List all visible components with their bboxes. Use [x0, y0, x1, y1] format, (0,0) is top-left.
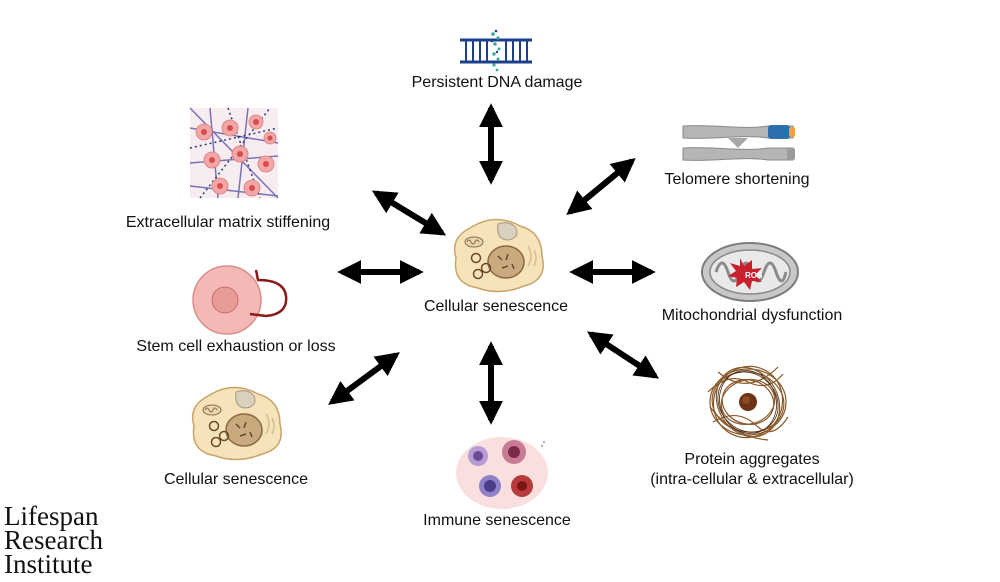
label-persistent-dna-damage: Persistent DNA damage: [411, 74, 583, 91]
label-telomere-shortening: Telomere shortening: [664, 171, 810, 188]
arrow-hub-senescence2: [328, 352, 400, 405]
dna-double-helix-icon: [460, 29, 532, 72]
arrow-hub-telomere: [566, 157, 636, 216]
logo-line-2: Research: [4, 525, 103, 555]
logo-line-3: Institute: [4, 549, 93, 579]
label-extracellular-matrix-stiffening: Extracellular matrix stiffening: [125, 214, 331, 231]
arrow-hub-ecm: [371, 190, 447, 236]
logo-line-1: Lifespan: [4, 501, 99, 531]
mitochondrion-icon: ROS: [701, 242, 799, 302]
label-cellular-senescence-lower: Cellular senescence: [163, 471, 309, 488]
senescent-cell-icon: [191, 386, 282, 461]
protein-aggregate-icon: [707, 365, 789, 441]
arrows: [328, 103, 660, 425]
lifespan-research-institute-logo: Lifespan Research Institute: [4, 501, 103, 579]
label-stem-cell-exhaustion: Stem cell exhaustion or loss: [136, 338, 336, 355]
label-mitochondrial-dysfunction: Mitochondrial dysfunction: [661, 307, 843, 324]
ros-badge-text: ROS: [745, 271, 763, 280]
immune-cells-icon: [456, 437, 548, 509]
label-hub-cellular-senescence: Cellular senescence: [423, 298, 569, 315]
label-protein-aggregates: Protein aggregates: [684, 451, 820, 468]
label-immune-senescence: Immune senescence: [423, 512, 571, 529]
arrow-hub-protein: [586, 331, 660, 379]
label-protein-aggregates-sub: (intra-cellular & extracellular): [650, 471, 854, 488]
stem-cell-icon: [192, 265, 288, 335]
chromosome-icon: [682, 125, 795, 161]
hub-senescent-cell-icon: [453, 218, 544, 293]
extracellular-matrix-icon: [189, 107, 279, 199]
